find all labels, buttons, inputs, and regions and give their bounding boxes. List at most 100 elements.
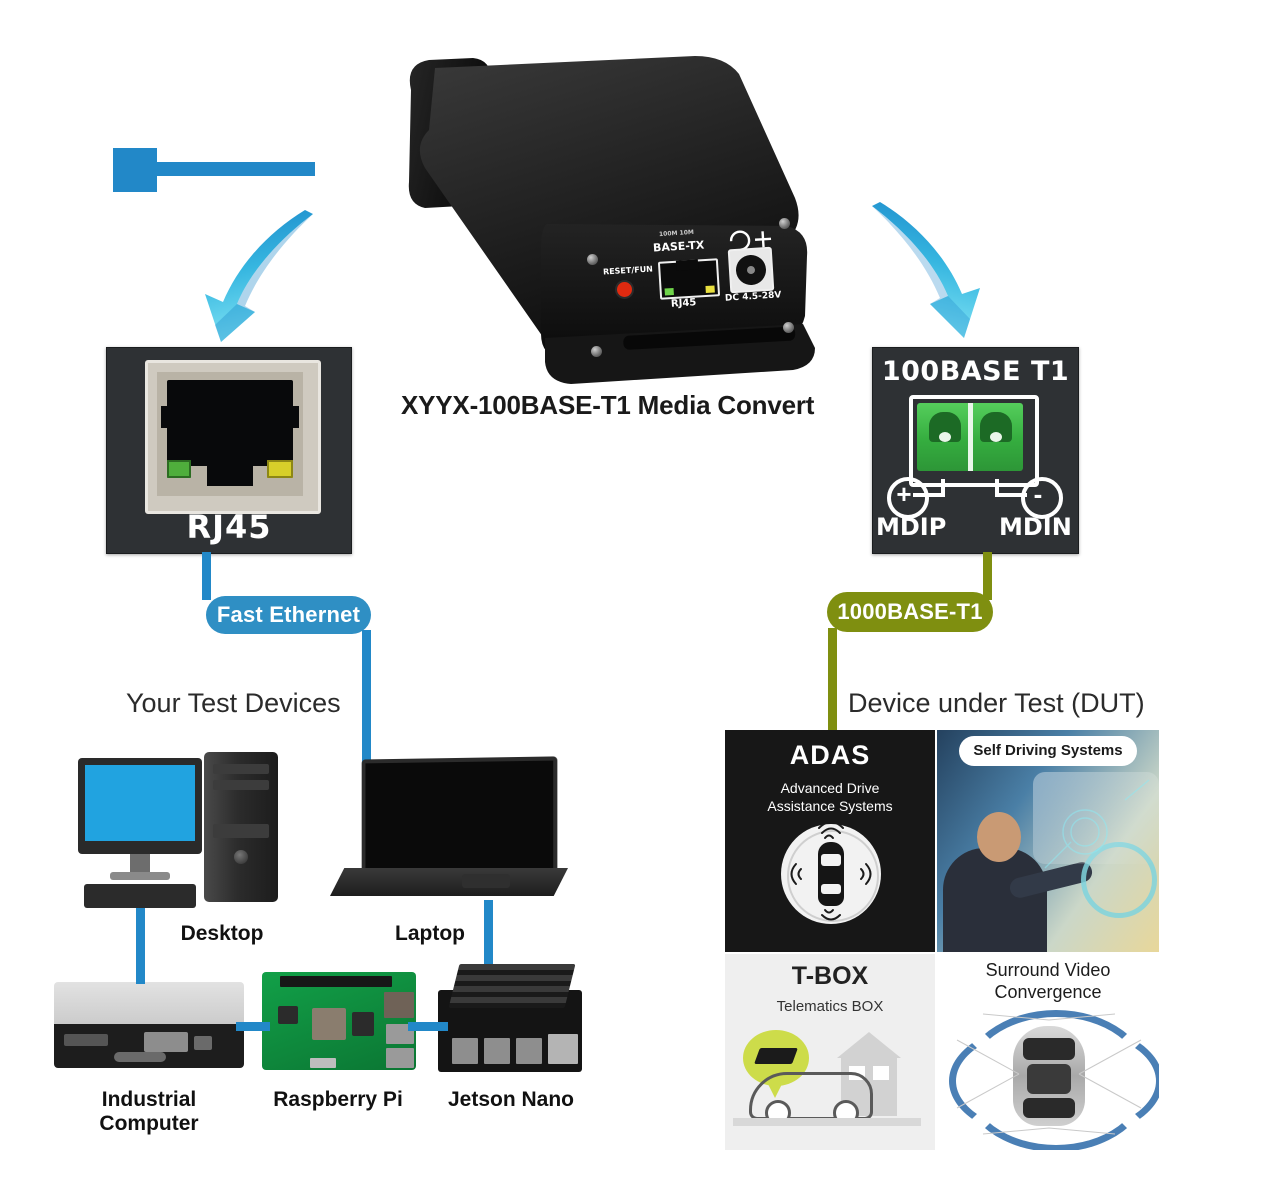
self-driving-badge: Self Driving Systems [959, 736, 1137, 766]
monitor-screen [85, 765, 195, 841]
pi-usb-port-2[interactable] [386, 1048, 414, 1068]
pi-ram-chip [352, 1012, 374, 1036]
driver-body [943, 848, 1047, 952]
desktop-monitor [78, 758, 202, 908]
industrial-computer-device [54, 982, 244, 1072]
industrial-lan-ports [144, 1032, 188, 1052]
accent-marker-bar [155, 162, 315, 176]
left-section-heading: Your Test Devices [126, 688, 341, 718]
t1-connector-frame [909, 395, 1039, 487]
t1-port-caption: 100BASE T1 [881, 356, 1070, 387]
tbox-title: T-BOX [791, 962, 869, 990]
ethernet-line-to-laptop [362, 630, 371, 770]
surround-arc-outer [961, 1010, 1151, 1150]
self-driving-badge-label: Self Driving Systems [973, 742, 1123, 759]
laptop-device [330, 756, 568, 906]
pi-hdmi-port[interactable] [310, 1058, 336, 1068]
fast-ethernet-badge: Fast Ethernet [206, 596, 371, 634]
industrial-usb-ports [64, 1034, 108, 1046]
t1-line-to-dut [828, 628, 837, 730]
industrial-serial-port [114, 1052, 166, 1062]
industrial-computer-label: Industrial Computer [58, 1088, 240, 1135]
page-title: XYYX-100BASE-T1 Media Convert [401, 390, 815, 420]
desktop-tower [204, 752, 278, 902]
laptop-keyboard-base [330, 868, 568, 896]
ethernet-line-from-rj45 [202, 552, 211, 600]
t1-minus-circle [1021, 477, 1063, 519]
rj45-link-led-green [167, 460, 191, 478]
tbox-ground-line [733, 1118, 921, 1126]
right-section-heading: Device under Test (DUT) [848, 688, 1145, 718]
surround-car-rear-window [1023, 1098, 1075, 1118]
adas-subtitle-line1: Advanced Drive [780, 780, 880, 796]
t1-terminal-divider [968, 403, 973, 471]
pi-ethernet-port[interactable] [384, 992, 414, 1018]
raspberry-pi-label: Raspberry Pi [273, 1088, 403, 1111]
dut-surround-video-panel: Surround Video Convergence [937, 954, 1159, 1150]
line-industrial-to-pi [236, 1022, 270, 1031]
pi-usb-port-1[interactable] [386, 1024, 414, 1044]
converter-reset-button[interactable] [617, 282, 632, 297]
surround-car-windshield [1023, 1038, 1075, 1060]
tbox-subtitle: Telematics BOX [776, 998, 884, 1015]
accent-marker-square [113, 148, 157, 192]
t1-screw-left [939, 432, 951, 442]
tower-power-button[interactable] [234, 850, 248, 864]
dut-self-driving-panel: Self Driving Systems [937, 730, 1159, 952]
t1-mdin-label: MDIN [999, 513, 1072, 541]
rj45-activity-led-yellow [267, 460, 293, 478]
rj45-jack-opening [167, 380, 293, 466]
laptop-screen [361, 756, 558, 880]
adas-car-rear-window [821, 884, 841, 894]
monitor-neck [130, 854, 150, 874]
converter-rj45-label: RJ45 [670, 297, 697, 310]
line-laptop-to-jetson [484, 900, 493, 964]
converter-rj45-port[interactable] [657, 258, 721, 300]
tower-bay-1 [213, 764, 269, 774]
windshield-glare [1033, 772, 1159, 864]
tbox-unit-icon [754, 1048, 798, 1064]
arrow-to-t1-icon [872, 202, 980, 338]
fast-ethernet-label: Fast Ethernet [216, 602, 361, 627]
t1-leg-right-horizontal [995, 493, 1027, 497]
surround-car-roof [1027, 1064, 1071, 1094]
converter-screw-bottom-right [783, 322, 794, 333]
t1-leg-right-vertical [995, 479, 999, 496]
rj45-port-panel: RJ45 [106, 347, 352, 554]
t1-screw-right [990, 432, 1002, 442]
converter-screw-bottom-left [591, 346, 602, 357]
converter-dc-jack[interactable] [727, 246, 775, 294]
driver-head [977, 812, 1021, 862]
t1-leg-left-horizontal [913, 493, 945, 497]
desktop-label: Desktop [180, 922, 264, 945]
thousand-base-t1-badge: 1000BASE-T1 [827, 592, 993, 632]
jetson-usb-port-2[interactable] [484, 1038, 510, 1064]
pi-soc-chip [312, 1008, 346, 1040]
pi-usb-controller [278, 1006, 298, 1024]
jetson-usb-port-1[interactable] [452, 1038, 478, 1064]
converter-screw-top-left [587, 254, 598, 265]
house-window-2 [873, 1066, 889, 1080]
t1-line-from-connector [983, 552, 992, 600]
house-roof-icon [837, 1032, 901, 1058]
jetson-heatsink [448, 964, 576, 1008]
jetson-usb-port-3[interactable] [516, 1038, 542, 1064]
t1-mdip-label: MDIP [876, 513, 947, 541]
industrial-computer-label-line1: Industrial [101, 1088, 197, 1111]
desktop-keyboard [84, 884, 196, 908]
rj45-key-slot [207, 458, 253, 486]
thousand-base-t1-label: 1000BASE-T1 [837, 599, 983, 624]
raspberry-pi-device [262, 972, 416, 1070]
dut-adas-panel: ADAS Advanced Drive Assistance Systems [725, 730, 935, 952]
industrial-computer-label-line2: Computer [99, 1111, 199, 1135]
adas-icon-inner-ring [787, 830, 879, 922]
line-monitor-to-industrial [136, 908, 145, 984]
pi-gpio-header [280, 976, 392, 987]
steering-wheel-hud-icon [1081, 842, 1157, 918]
laptop-label: Laptop [395, 922, 465, 945]
adas-radar-waves-icon [790, 824, 872, 921]
t1-minus-sign: - [1033, 479, 1043, 509]
rj45-latch-right [289, 406, 299, 428]
t1-port-panel: 100BASE T1 + - MDIP MDIN [872, 347, 1079, 554]
jetson-ethernet-port[interactable] [548, 1034, 578, 1064]
